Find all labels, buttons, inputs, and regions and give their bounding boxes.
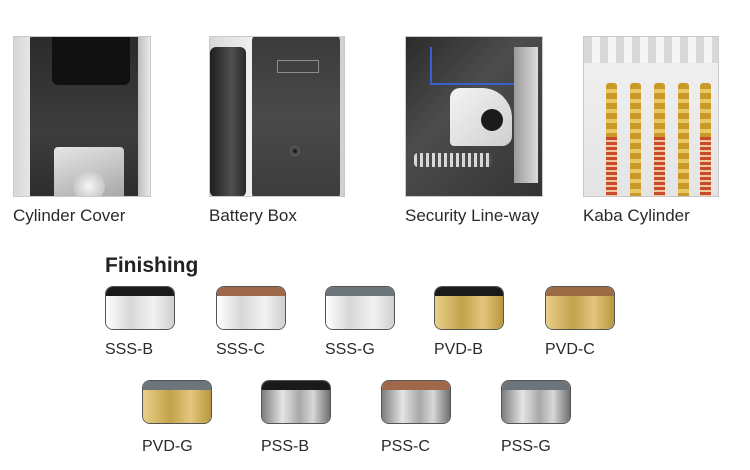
frame-edge bbox=[138, 37, 150, 196]
swatch-label: PSS-B bbox=[261, 438, 310, 455]
swatch-face bbox=[502, 390, 570, 423]
handle-slot bbox=[52, 37, 130, 85]
swatch-band bbox=[382, 381, 450, 390]
swatch-face bbox=[382, 390, 450, 423]
pin-spring bbox=[700, 137, 711, 196]
mechanism-knob bbox=[481, 109, 503, 131]
wires bbox=[430, 47, 522, 85]
swatch-sss-c bbox=[216, 286, 286, 330]
swatch-face bbox=[262, 390, 330, 423]
spring bbox=[414, 153, 492, 167]
swatch-label: SSS-C bbox=[216, 341, 265, 358]
swatch-pss-g bbox=[501, 380, 571, 424]
swatch-label: PVD-C bbox=[545, 341, 595, 358]
swatch-face bbox=[435, 296, 503, 329]
kaba-cylinder-photo bbox=[583, 36, 719, 197]
pin-spring bbox=[606, 137, 617, 196]
pin bbox=[630, 83, 641, 196]
security-line-way-photo bbox=[405, 36, 543, 197]
swatch-label: PSS-C bbox=[381, 438, 430, 455]
swatch-face bbox=[217, 296, 285, 329]
frame-edge bbox=[514, 47, 538, 183]
finishing-heading: Finishing bbox=[105, 254, 199, 277]
swatch-face bbox=[106, 296, 174, 329]
keyhole-icon bbox=[290, 146, 300, 156]
handle-bar bbox=[210, 47, 246, 196]
caption-security-line-way: Security Line-way bbox=[405, 206, 540, 225]
key-cylinder-icon bbox=[73, 170, 105, 196]
caption-kaba-cylinder: Kaba Cylinder bbox=[583, 206, 690, 225]
pin-spring bbox=[654, 137, 665, 196]
swatch-label: PVD-B bbox=[434, 341, 483, 358]
swatch-band bbox=[546, 287, 614, 296]
swatch-pss-b bbox=[261, 380, 331, 424]
swatch-pss-c bbox=[381, 380, 451, 424]
swatch-face bbox=[546, 296, 614, 329]
swatch-pvd-g bbox=[142, 380, 212, 424]
swatch-face bbox=[326, 296, 394, 329]
swatch-band bbox=[143, 381, 211, 390]
swatch-band bbox=[262, 381, 330, 390]
swatch-label: PVD-G bbox=[142, 438, 193, 455]
swatch-sss-b bbox=[105, 286, 175, 330]
swatch-band bbox=[435, 287, 503, 296]
swatch-band bbox=[217, 287, 285, 296]
swatch-sss-g bbox=[325, 286, 395, 330]
swatch-label: SSS-B bbox=[105, 341, 154, 358]
swatch-pvd-c bbox=[545, 286, 615, 330]
cylinder-cover-photo bbox=[13, 36, 151, 197]
brand-logo bbox=[277, 60, 319, 73]
caption-cylinder-cover: Cylinder Cover bbox=[13, 206, 126, 225]
pin bbox=[678, 83, 689, 196]
swatch-face bbox=[143, 390, 211, 423]
swatch-band bbox=[326, 287, 394, 296]
swatch-band bbox=[502, 381, 570, 390]
swatch-band bbox=[106, 287, 174, 296]
swatch-label: SSS-G bbox=[325, 341, 375, 358]
swatch-pvd-b bbox=[434, 286, 504, 330]
battery-box bbox=[252, 37, 340, 196]
battery-box-photo bbox=[209, 36, 345, 197]
caption-battery-box: Battery Box bbox=[209, 206, 297, 225]
cylinder-housing bbox=[584, 37, 718, 63]
swatch-label: PSS-G bbox=[501, 438, 551, 455]
